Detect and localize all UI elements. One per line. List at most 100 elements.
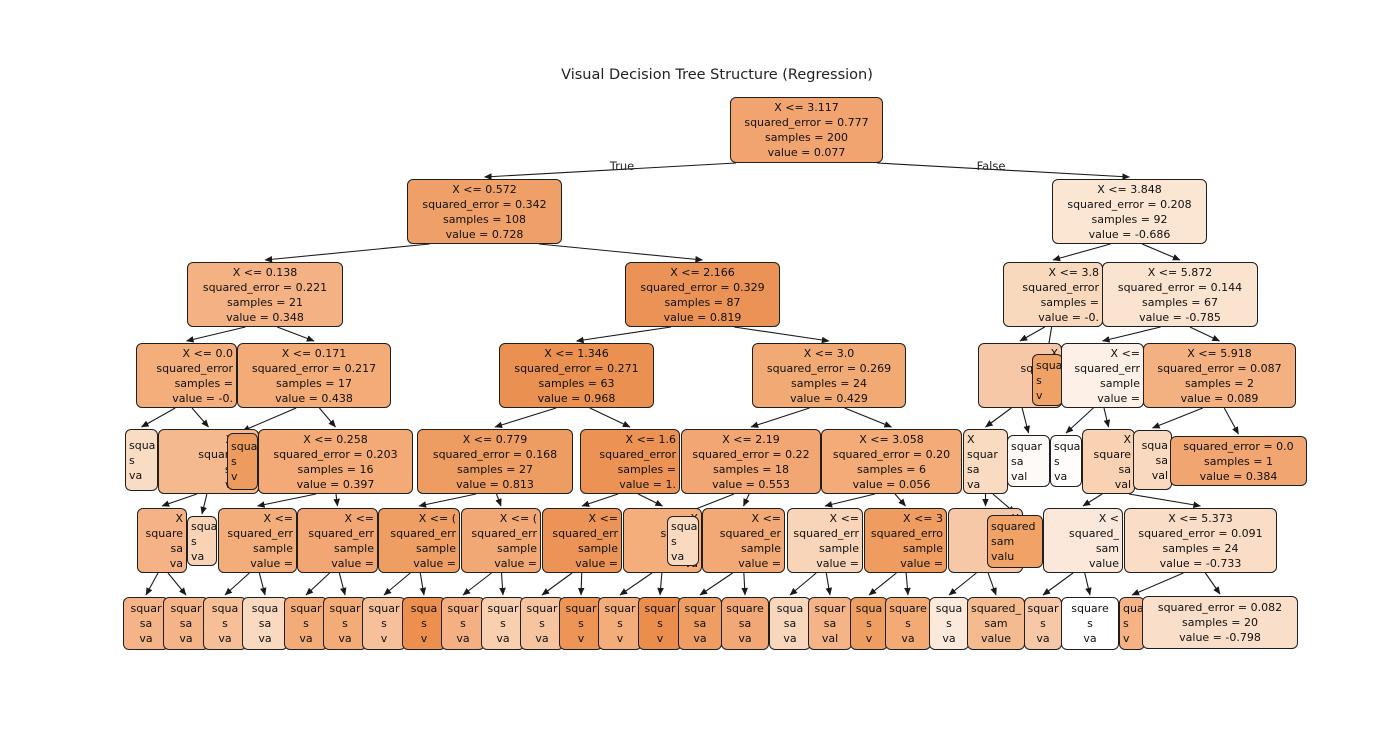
tree-edge: [1042, 572, 1074, 596]
tree-node-line: v: [656, 632, 664, 645]
tree-node-line: value = -0.686: [1088, 227, 1171, 241]
tree-node-line: value =: [1097, 391, 1140, 405]
tree-edge: [256, 493, 317, 508]
tree-edge: [141, 407, 176, 428]
tree-node-line: samples = 27: [457, 462, 533, 476]
tree-node-line: va: [1083, 632, 1097, 645]
tree-node-line: sa: [738, 617, 752, 630]
tree-node-line: sa: [783, 617, 797, 630]
tree-node-line: squared_err: [471, 526, 537, 540]
tree-edge: [1084, 572, 1092, 596]
tree-node-line: v: [616, 632, 624, 645]
tree-edge: [577, 572, 585, 596]
tree-node-line: s: [222, 617, 228, 630]
tree-node-line: X <= 5.872: [1147, 265, 1213, 279]
tree-edge: [495, 493, 502, 507]
tree-node-line: sample: [819, 541, 859, 555]
tree-node-line: X: [1123, 432, 1131, 446]
tree-node-line: v: [380, 632, 388, 645]
tree-node-line: val: [821, 632, 839, 645]
tree-edge: [499, 572, 506, 596]
tree-node-line: samples = 17: [276, 376, 352, 390]
tree-edge: [1128, 493, 1202, 509]
tree-node-line: s: [657, 617, 663, 630]
tree-node-line: s: [342, 617, 348, 630]
tree-node-line: squa: [211, 602, 239, 615]
tree-node-line: samples = 200: [765, 131, 848, 144]
tree-node-line: X: [1050, 346, 1058, 360]
tree-node-line: squared_error = 0.087: [1157, 361, 1282, 375]
tree-node-line: samples = 92: [1091, 212, 1168, 226]
tree-node-line: va: [179, 632, 193, 645]
tree-edge: [1101, 326, 1161, 343]
tree-node-line: squar: [814, 602, 846, 615]
tree-node-line: va: [901, 632, 915, 645]
tree-node-line: samples = 63: [538, 376, 615, 390]
tree-node-line: value = 1.: [619, 477, 676, 491]
tree-node-line: value = -0.: [172, 391, 233, 405]
tree-node-line: valu: [991, 550, 1015, 563]
tree-node-line: sample: [334, 541, 374, 555]
tree-node-line: squared_error = 0.329: [640, 280, 765, 294]
tree-node-line: samples = 20: [1182, 616, 1258, 629]
tree-node-line: X <= 0.779: [462, 432, 528, 446]
tree-edge: [1131, 572, 1184, 596]
tree-node-line: value = 0.819: [663, 310, 742, 324]
tree-edge: [277, 326, 315, 342]
tree-node-line: s: [500, 617, 506, 630]
tree-node-line: squared_error = 0.221: [202, 280, 328, 294]
tree-node-line: s: [421, 617, 427, 630]
tree-node-line: squared_err: [390, 526, 456, 540]
tree-node-line: sam: [991, 535, 1015, 548]
tree-node-line: squared_error = 0.203: [273, 447, 398, 461]
tree-node-line: value = 0.968: [537, 391, 616, 405]
tree-node-line: squa: [671, 519, 698, 533]
tree-node-line: value = -0.785: [1139, 310, 1221, 324]
tree-edge: [894, 493, 906, 507]
tree-node-line: value =: [331, 556, 374, 570]
tree-node-line: X <= 0.572: [452, 182, 517, 196]
tree-node-line: v: [231, 470, 238, 483]
tree-node-line: X <= 3.8: [1048, 265, 1099, 279]
edge-label-true: True: [609, 159, 635, 173]
tree-node-line: sa: [967, 462, 980, 476]
tree-node-line: X <= 0.138: [232, 265, 298, 279]
tree-node-line: v: [865, 632, 873, 645]
tree-node-line: sam: [984, 617, 1008, 630]
tree-edge: [305, 572, 330, 596]
tree-edge: [868, 572, 897, 596]
tree-node-line: value = -0.733: [1159, 556, 1242, 570]
tree-node-line: squa: [1054, 439, 1081, 453]
tree-node-line: squared_error = 0.208: [1067, 197, 1192, 211]
tree-edge: [494, 407, 557, 429]
tree-node-line: squa: [1141, 438, 1168, 452]
tree-node-line: s: [866, 617, 872, 630]
tree-node-line: va: [338, 632, 352, 645]
tree-edge: [825, 572, 833, 596]
tree-node-line: squared: [991, 520, 1036, 533]
tree-node-line: s: [1054, 454, 1060, 468]
tree-edge: [789, 572, 817, 596]
tree-node-line: sa: [1011, 454, 1024, 468]
tree-node-line: value = 0.429: [790, 391, 868, 405]
tree-node-line: squar: [368, 602, 400, 615]
tree-node-line: squa: [776, 602, 804, 615]
